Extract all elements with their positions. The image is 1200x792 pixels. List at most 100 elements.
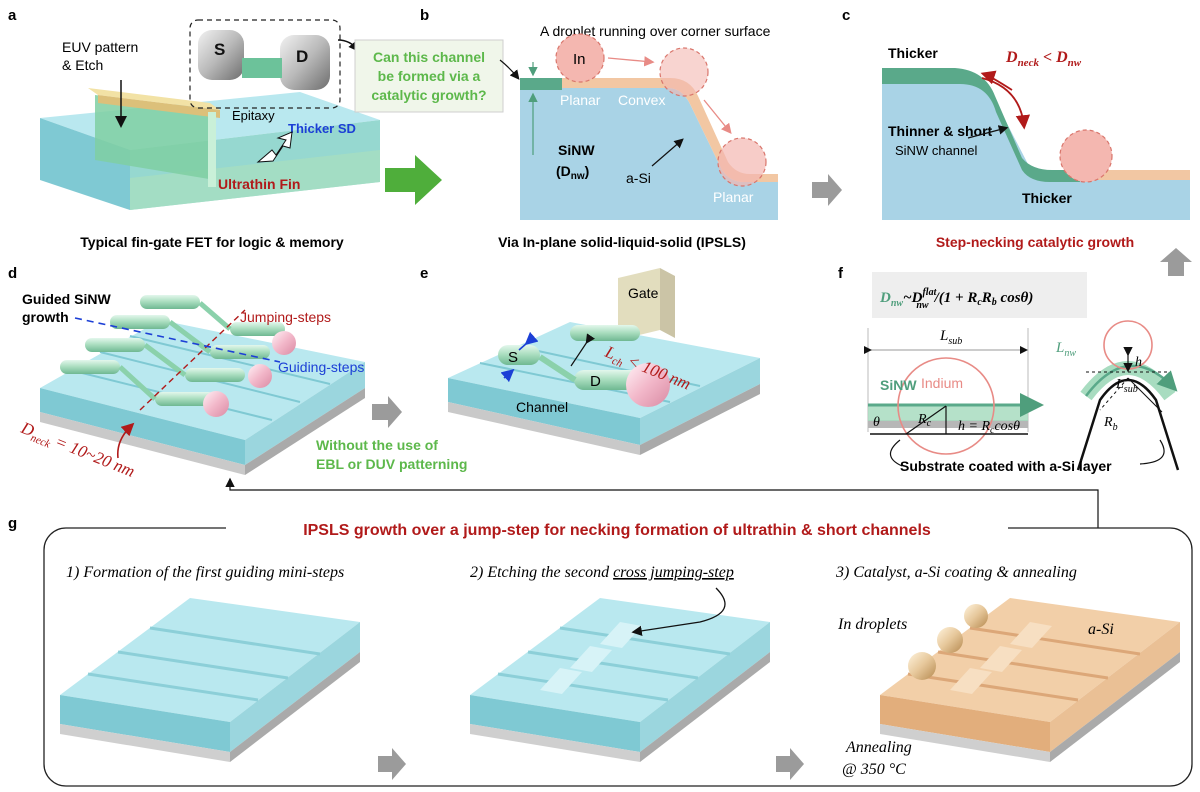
gate-side [660,268,675,338]
step3-block [880,598,1180,762]
source-pad [198,30,244,80]
step2-block [470,598,770,762]
thinner-line2: SiNW channel [895,143,977,158]
panel-a: a EUV pattern & Etch S D Can this channe… [8,7,504,250]
steps-front-d [40,388,245,465]
blue-arrow-s-bottom [500,368,515,383]
planar-right-label: Planar [713,189,754,205]
question-line1: Can this channel [373,49,485,65]
guiding-steps-label: Guiding-steps [278,359,364,375]
thinner-line1: Thinner & short [888,123,993,139]
euv-line1: EUV pattern [62,39,138,55]
panel-b-letter: b [420,7,429,24]
indium-droplet-3 [717,137,767,187]
euv-line2: & Etch [62,57,103,73]
nw-upper-e [570,325,640,341]
annealing-line2: @ 350 °C [842,761,906,778]
rb-label: Rb [1103,415,1118,433]
panel-a-letter: a [8,7,17,24]
indium-droplet-c [1059,129,1113,183]
sinw-line1-b: SiNW [558,142,595,158]
guiding-steps-line [74,317,281,363]
green-arrow-icon [385,155,442,205]
jumping-steps-label: Jumping-steps [240,309,331,325]
substrate-f [868,420,1028,428]
equation-box [872,272,1087,318]
euv-mask-side [98,95,220,118]
droplet-title: A droplet running over corner surface [540,23,771,39]
in-droplet-3 [964,604,988,628]
h-label-convex: h [1135,355,1142,370]
annealing-line1: Annealing [845,739,912,756]
thicker-bottom-label: Thicker [1022,190,1072,206]
gate-label: Gate [628,285,659,301]
dneck-pointer [116,422,135,459]
steps-front-e [448,378,640,445]
g-to-d-connector [225,477,1099,528]
question-line2: be formed via a [378,68,481,84]
inset-channel [242,58,282,78]
guided-title-line1: Guided SiNW [22,291,111,307]
drain-letter: D [296,47,308,66]
step1-label: 1) Formation of the first guiding mini-s… [66,564,344,581]
step2-label: 2) Etching the second cross jumping-step [470,564,734,581]
indium-circle-f [897,357,995,455]
indium-sphere-d3 [203,391,229,417]
in-droplet-2 [937,627,963,653]
indium-droplet-1 [555,33,605,83]
sd-inset-frame [189,19,341,109]
indium-sphere-d2 [248,364,272,388]
substrate-note-bracket-right [1139,439,1165,465]
asi-pointer-b [651,138,684,167]
grey-arrow-g2-icon [776,748,804,780]
up-grey-arrow-icon [1160,248,1192,276]
question-line3: catalytic growth? [371,87,486,103]
epitaxy-label: Epitaxy [232,108,275,123]
gate-front [618,268,660,340]
blue-arrow-s-top [518,331,539,351]
grey-arrow-g1-icon [378,748,406,780]
note-line1: Without the use of [316,437,438,453]
neck-curve-arrow-back [980,70,1013,91]
ultrathin-fin-label: Ultrathin Fin [218,176,300,192]
rb-line-left [1099,377,1129,411]
fin-block-left [40,118,130,210]
panel-g: g IPSLS growth over a jump-step for neck… [8,515,1193,787]
guided-title-line2: growth [22,309,69,325]
steps-base-d [40,412,245,475]
rb-line-right [1127,377,1163,413]
step3-label: 3) Catalyst, a-Si coating & annealing [835,564,1077,581]
panel-g-title: IPSLS growth over a jump-step for neckin… [303,522,931,539]
note-line2: EBL or DUV patterning [316,456,467,472]
source-letter: S [214,40,225,59]
grey-arrow-d-e-icon [372,396,402,428]
lsub-label: Lsub [939,328,962,347]
panel-g-letter: g [8,515,17,532]
convex-label: Convex [618,92,665,108]
indium-sphere-d1 [272,331,296,355]
convex-corner-f [1076,378,1180,471]
panel-d-letter: d [8,265,17,282]
drain-pad [280,35,330,90]
guided-nanowires [60,295,285,406]
sinw-neck-c [882,68,1080,182]
jumping-steps-line [139,309,246,411]
droplet-motion-arrow-1 [607,56,655,67]
panel-f-letter: f [838,265,844,282]
channel-nw [538,354,577,383]
sinw-segment-b [520,78,562,90]
planar-left-label: Planar [560,92,601,108]
droplet-motion-arrow-2 [703,99,732,135]
sinw-line2-b: (Dnw) [556,163,589,182]
lnw-label: Lnw [1055,340,1076,359]
thicker-sd-label: Thicker SD [288,121,356,136]
indium-label-b: In [573,51,586,68]
steps-right-d [245,362,365,465]
grey-arrow-icon [812,174,842,206]
step1-block [60,598,360,762]
thicker-top-label: Thicker [888,45,938,61]
substrate-note: Substrate coated with a-Si layer [900,458,1112,474]
